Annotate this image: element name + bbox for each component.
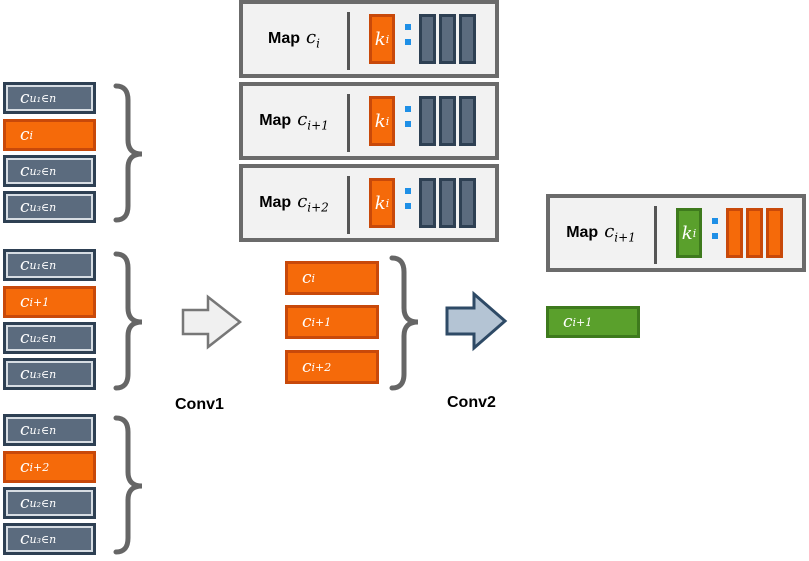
kernel-cell <box>766 208 783 258</box>
kernel-cell <box>726 208 743 258</box>
colon-icon <box>712 218 718 248</box>
kernel-cell <box>439 96 456 146</box>
conv2-label: Conv2 <box>447 394 496 411</box>
brace-group3 <box>113 415 143 555</box>
brace-middle <box>389 255 419 391</box>
divider <box>347 176 350 234</box>
kernel-cell <box>439 14 456 64</box>
brace-group1 <box>113 83 143 223</box>
kernel-cell <box>439 178 456 228</box>
kernel-cell <box>459 14 476 64</box>
divider <box>654 206 657 264</box>
colon-icon <box>405 106 411 136</box>
conv1-label: Conv1 <box>175 396 224 413</box>
kernel-cell <box>419 14 436 64</box>
colon-icon <box>405 24 411 54</box>
kernel-cell <box>459 178 476 228</box>
conv1-arrow <box>181 294 243 350</box>
kernel-cell <box>419 96 436 146</box>
kernel-cell <box>419 178 436 228</box>
divider <box>347 94 350 152</box>
brace-group2 <box>113 251 143 391</box>
kernel-cell <box>746 208 763 258</box>
conv2-arrow <box>445 290 508 352</box>
colon-icon <box>405 188 411 218</box>
kernel-cell <box>459 96 476 146</box>
divider <box>347 12 350 70</box>
